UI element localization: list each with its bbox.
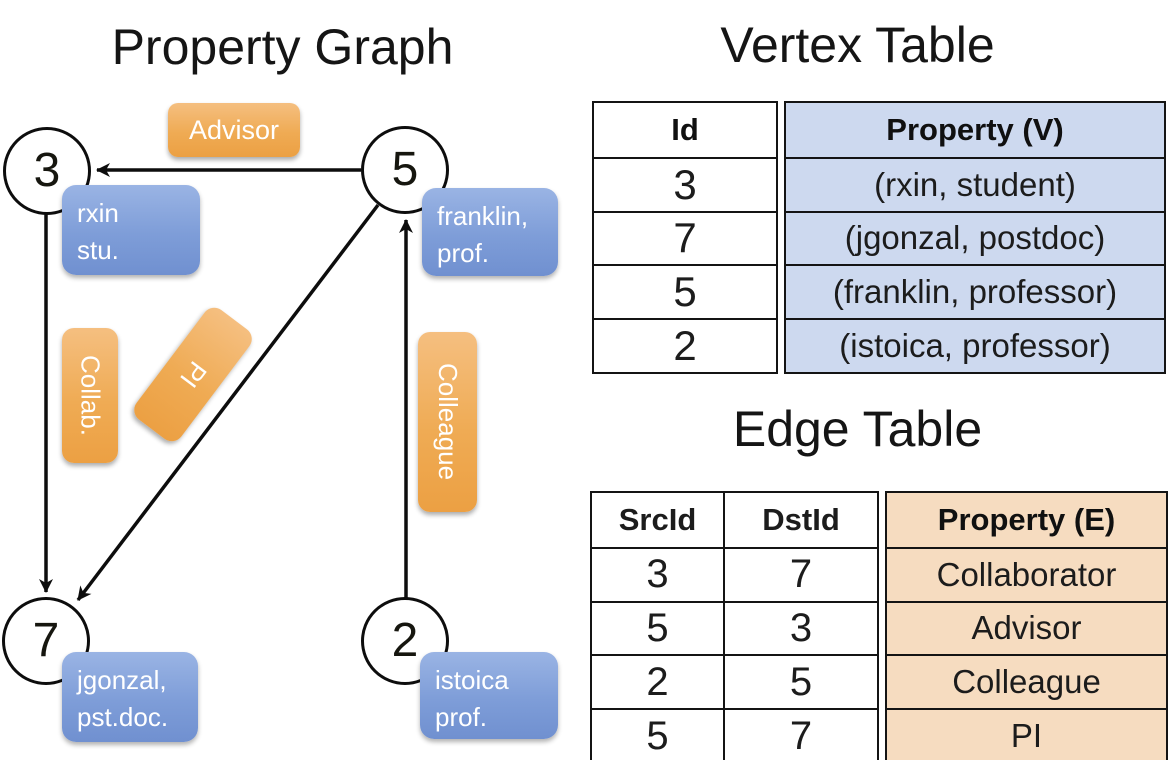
edge-table-cell: 5 [725,654,877,708]
vertex-table-cell: (rxin, student) [786,156,1164,211]
edge-table-cell: 7 [725,546,877,601]
prop-line: istoica [435,665,509,695]
vertex-prop-box-5: franklin, prof. [422,188,558,276]
edge-line-pi-5-7 [76,203,380,602]
vertex-prop-box-2: istoica prof. [420,652,558,739]
node-id-label: 7 [32,613,60,667]
prop-line: prof. [435,701,488,732]
vertex-table-id-column: Id 3 7 5 2 [592,101,778,374]
vertex-table-cell: 5 [594,264,776,318]
property-graph-title: Property Graph [111,19,454,75]
edge-table-cell: 7 [725,708,877,760]
edge-table: SrcId 3 5 2 5 DstId 7 3 5 7 Property (E)… [590,491,1168,760]
vertex-table-cell: 2 [594,318,776,372]
prop-line: rxin [77,198,119,228]
vertex-table-title: Vertex Table [720,17,995,73]
prop-line: pst.doc. [77,701,169,732]
vertex-table-cell: 7 [594,210,776,265]
edge-label-colleague: Colleague [418,332,477,512]
edge-table-cell: PI [887,708,1166,760]
prop-line: franklin, [437,201,529,231]
vertex-table-header-property: Property (V) [786,103,1164,157]
edge-table-srcid-column: SrcId 3 5 2 5 [592,493,725,760]
node-circle-2: 2 [361,597,449,685]
edge-label-advisor: Advisor [168,103,300,157]
edge-table-property-column: Property (E) Collaborator Advisor Collea… [885,491,1168,760]
edge-table-cell: 5 [592,708,723,760]
edge-table-cell: 2 [592,654,723,708]
vertex-table-header-id: Id [671,111,699,147]
vertex-prop-box-3: rxin stu. [62,185,200,275]
edge-table-cell: Collaborator [887,546,1166,601]
vertex-table-cell: (franklin, professor) [786,264,1164,319]
edge-table-header-property: Property (E) [887,493,1166,547]
edge-label-collab: Collab. [62,328,118,463]
node-id-label: 3 [33,143,61,197]
prop-line: jgonzal, [77,665,167,695]
edge-table-id-columns: SrcId 3 5 2 5 DstId 7 3 5 7 [590,491,879,760]
vertex-table-cell: 3 [594,156,776,211]
vertex-table: Id 3 7 5 2 Property (V) (rxin, student) … [592,101,1166,374]
edge-table-header-srcid: SrcId [618,501,697,537]
vertex-table-cell: (istoica, professor) [786,318,1164,372]
prop-line: stu. [77,234,119,265]
edge-table-title: Edge Table [732,401,983,457]
vertex-table-property-column: Property (V) (rxin, student) (jgonzal, p… [784,101,1166,374]
node-circle-5: 5 [361,126,449,214]
vertex-table-cell: (jgonzal, postdoc) [786,210,1164,265]
vertex-prop-box-7: jgonzal, pst.doc. [62,652,198,742]
edge-table-header-dstid: DstId [762,501,840,537]
edge-table-cell: 3 [725,600,877,655]
prop-line: prof. [437,237,490,268]
graph-edges-layer [39,163,413,602]
edge-table-cell: 5 [592,600,723,655]
node-id-label: 2 [391,613,419,667]
node-id-label: 5 [391,142,419,196]
edge-table-cell: Colleague [887,654,1166,709]
edge-table-cell: 3 [592,546,723,601]
edge-table-cell: Advisor [887,600,1166,655]
edge-table-dstid-column: DstId 7 3 5 7 [725,493,877,760]
